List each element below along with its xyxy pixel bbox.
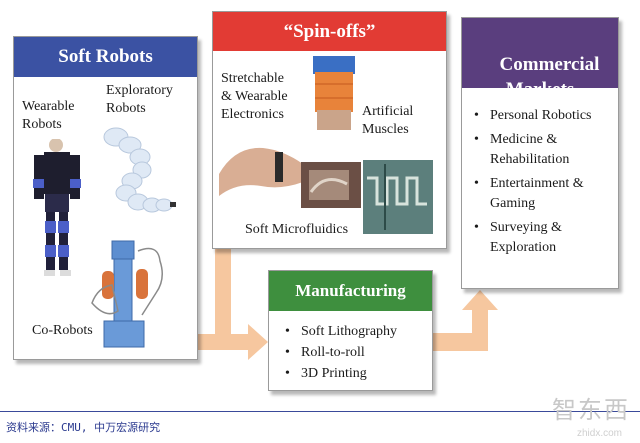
microfluidics-photo bbox=[301, 162, 361, 208]
bullet-icon: • bbox=[285, 324, 290, 339]
bullet-icon: • bbox=[474, 220, 479, 235]
spinoffs-title: “Spin-offs” bbox=[283, 21, 376, 42]
source-note: 资料来源：CMU, 中万宏源研究 bbox=[6, 421, 161, 434]
exploratory-robot-image bbox=[103, 127, 176, 213]
soft-robots-header: Soft Robots bbox=[14, 37, 197, 77]
bullet-icon: • bbox=[474, 132, 479, 147]
exploratory-robots-label: Exploratory Robots bbox=[106, 83, 173, 116]
arrow-up-to-markets bbox=[462, 290, 498, 351]
list-item: •Roll-to-roll bbox=[285, 342, 397, 363]
list-item: •Soft Lithography bbox=[285, 321, 397, 342]
source-divider bbox=[0, 411, 640, 412]
artificial-muscle-image bbox=[313, 56, 355, 130]
soft-microfluidics-label: Soft Microfluidics bbox=[245, 222, 349, 237]
commercial-markets-box: Commercial Markets •Personal Robotics •M… bbox=[461, 17, 619, 289]
arrow-spinoffs-down bbox=[215, 248, 231, 340]
manufacturing-box: Manufacturing •Soft Lithography •Roll-to… bbox=[268, 270, 433, 391]
commercial-markets-title: Commercial Markets bbox=[499, 54, 600, 100]
bullet-icon: • bbox=[474, 108, 479, 123]
bullet-icon: • bbox=[285, 366, 290, 381]
manufacturing-header: Manufacturing bbox=[269, 271, 432, 311]
list-item: •Surveying & Exploration bbox=[474, 220, 562, 255]
soft-robots-box: Soft Robots Wearable Robots Exploratory … bbox=[13, 36, 198, 360]
markets-list: •Personal Robotics •Medicine & Rehabilit… bbox=[474, 106, 592, 258]
wearable-robot-image bbox=[33, 139, 81, 276]
bullet-icon: • bbox=[474, 176, 479, 191]
stretchable-electronics-label: Stretchable & Wearable Electronics bbox=[221, 71, 288, 122]
list-item: •Personal Robotics bbox=[474, 106, 592, 126]
manufacturing-title: Manufacturing bbox=[295, 281, 406, 300]
manufacturing-list: •Soft Lithography •Roll-to-roll •3D Prin… bbox=[285, 321, 397, 384]
watermark-site: zhidx.com bbox=[576, 428, 622, 439]
co-robots-label: Co-Robots bbox=[32, 323, 93, 338]
arrow-into-manufacturing bbox=[196, 324, 268, 360]
co-robot-image bbox=[91, 240, 163, 348]
wearable-robots-label: Wearable Robots bbox=[22, 99, 75, 132]
bullet-icon: • bbox=[285, 345, 290, 360]
list-item: •Entertainment & Gaming bbox=[474, 176, 584, 211]
wearable-electronics-image bbox=[219, 147, 303, 196]
microfluidics-channel-image bbox=[363, 160, 433, 234]
list-item: •Medicine & Rehabilitation bbox=[474, 132, 570, 167]
watermark-logo: 智东西 bbox=[552, 397, 630, 424]
soft-robots-title: Soft Robots bbox=[58, 46, 153, 67]
list-item: •3D Printing bbox=[285, 363, 397, 384]
spinoffs-header: “Spin-offs” bbox=[213, 12, 446, 51]
spinoffs-box: “Spin-offs” Stretchable & Wearable Elect… bbox=[212, 11, 447, 249]
artificial-muscles-label: Artificial Muscles bbox=[362, 104, 414, 137]
commercial-markets-header: Commercial Markets bbox=[462, 18, 618, 100]
